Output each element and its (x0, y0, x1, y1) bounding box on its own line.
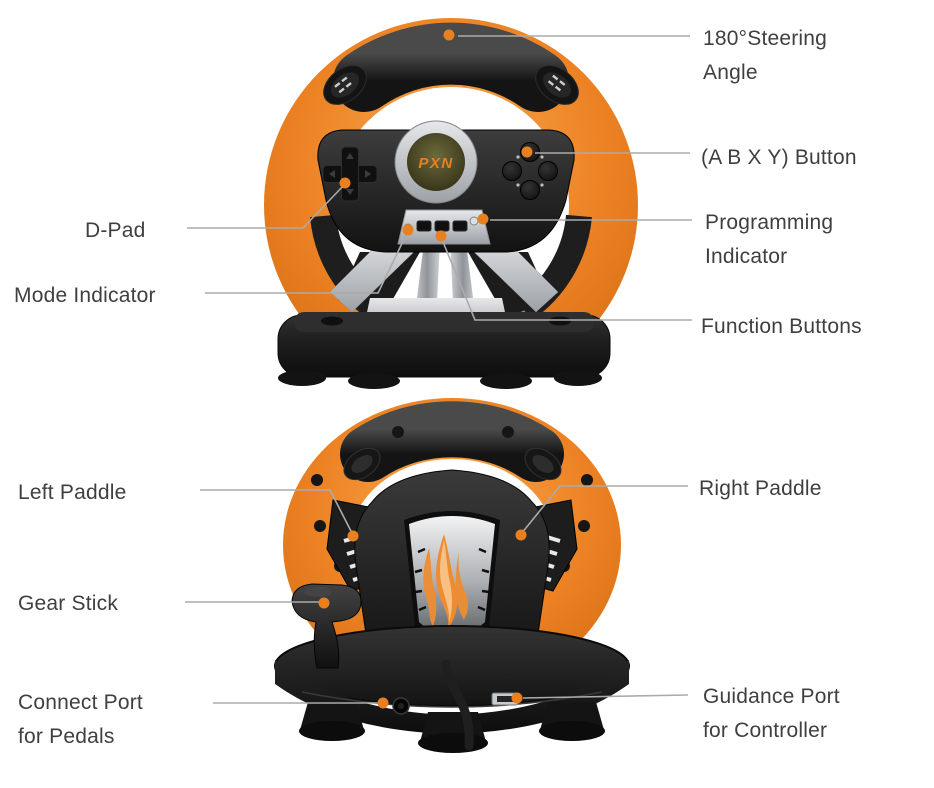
callout-label-left-paddle: Left Paddle (18, 481, 127, 504)
rear-view-base-front (275, 659, 629, 753)
leader-line-left-paddle (200, 489, 354, 536)
callout-dot-left-paddle (347, 530, 359, 542)
leader-lines (185, 35, 692, 704)
callout-label-abxy-button: (A B X Y) Button (701, 146, 857, 169)
function-buttons-strip (397, 209, 491, 245)
right-shoulder-buttons (535, 65, 579, 105)
left-shoulder-buttons-rear (343, 447, 381, 481)
steering-wheel-rear-view-image (274, 398, 630, 753)
flame-graphic (423, 534, 469, 628)
callout-label-right-paddle: Right Paddle (699, 477, 822, 500)
programming-indicator-led (469, 216, 479, 226)
callout-label-guidance-port: Guidance Port for Controller (703, 685, 840, 742)
callout-label-function-buttons: Function Buttons (701, 315, 862, 338)
callout-dot-gear-stick (318, 597, 330, 609)
suction-cup (480, 373, 532, 389)
right-shoulder-buttons-rear (524, 447, 562, 481)
callout-label-gear-stick: Gear Stick (18, 592, 119, 615)
callout-dots (318, 29, 533, 709)
suction-cup (418, 733, 488, 753)
callout-label-mode-indicator: Mode Indicator (14, 284, 156, 307)
suction-cup (278, 370, 326, 386)
left-shoulder-buttons (323, 65, 367, 105)
callout-dot-abxy (521, 146, 533, 158)
cable (441, 659, 474, 751)
leader-line-guidance-port (522, 694, 689, 699)
rear-housing (354, 469, 550, 673)
leader-line-mode-indicator (205, 230, 409, 294)
callout-dot-d-pad (339, 177, 351, 189)
leader-line-d-pad (187, 183, 346, 229)
callout-dot-guidance-port (511, 692, 523, 704)
suction-cup (299, 721, 365, 741)
pxn-logo: PXN (418, 155, 453, 172)
callout-label-connect-port: Connect Port for Pedals (18, 691, 143, 748)
suction-cup (554, 370, 602, 386)
rim-top-grip (333, 22, 569, 112)
leader-line-right-paddle (520, 485, 688, 535)
callout-dot-function-buttons (435, 230, 447, 242)
rim-top-grip-rear (340, 401, 564, 482)
callout-dot-steering-angle (443, 29, 455, 41)
gear-stick-part (291, 583, 362, 669)
suction-cup (539, 721, 605, 741)
callout-label-steering-angle: 180°Steering Angle (703, 27, 828, 84)
callout-dot-mode-indicator (402, 224, 414, 236)
steering-wheel-front-view-image: PXN (264, 18, 638, 398)
callout-label-programming-indicator: Programming Indicator (705, 211, 834, 268)
callout-dot-programming (477, 213, 489, 225)
leader-line-function-buttons (440, 236, 692, 321)
front-view-base (277, 312, 611, 389)
callout-dot-right-paddle (515, 529, 527, 541)
callout-label-d-pad: D-Pad (85, 219, 146, 242)
suction-cup (348, 373, 400, 389)
callout-dot-connect-port (377, 697, 389, 709)
